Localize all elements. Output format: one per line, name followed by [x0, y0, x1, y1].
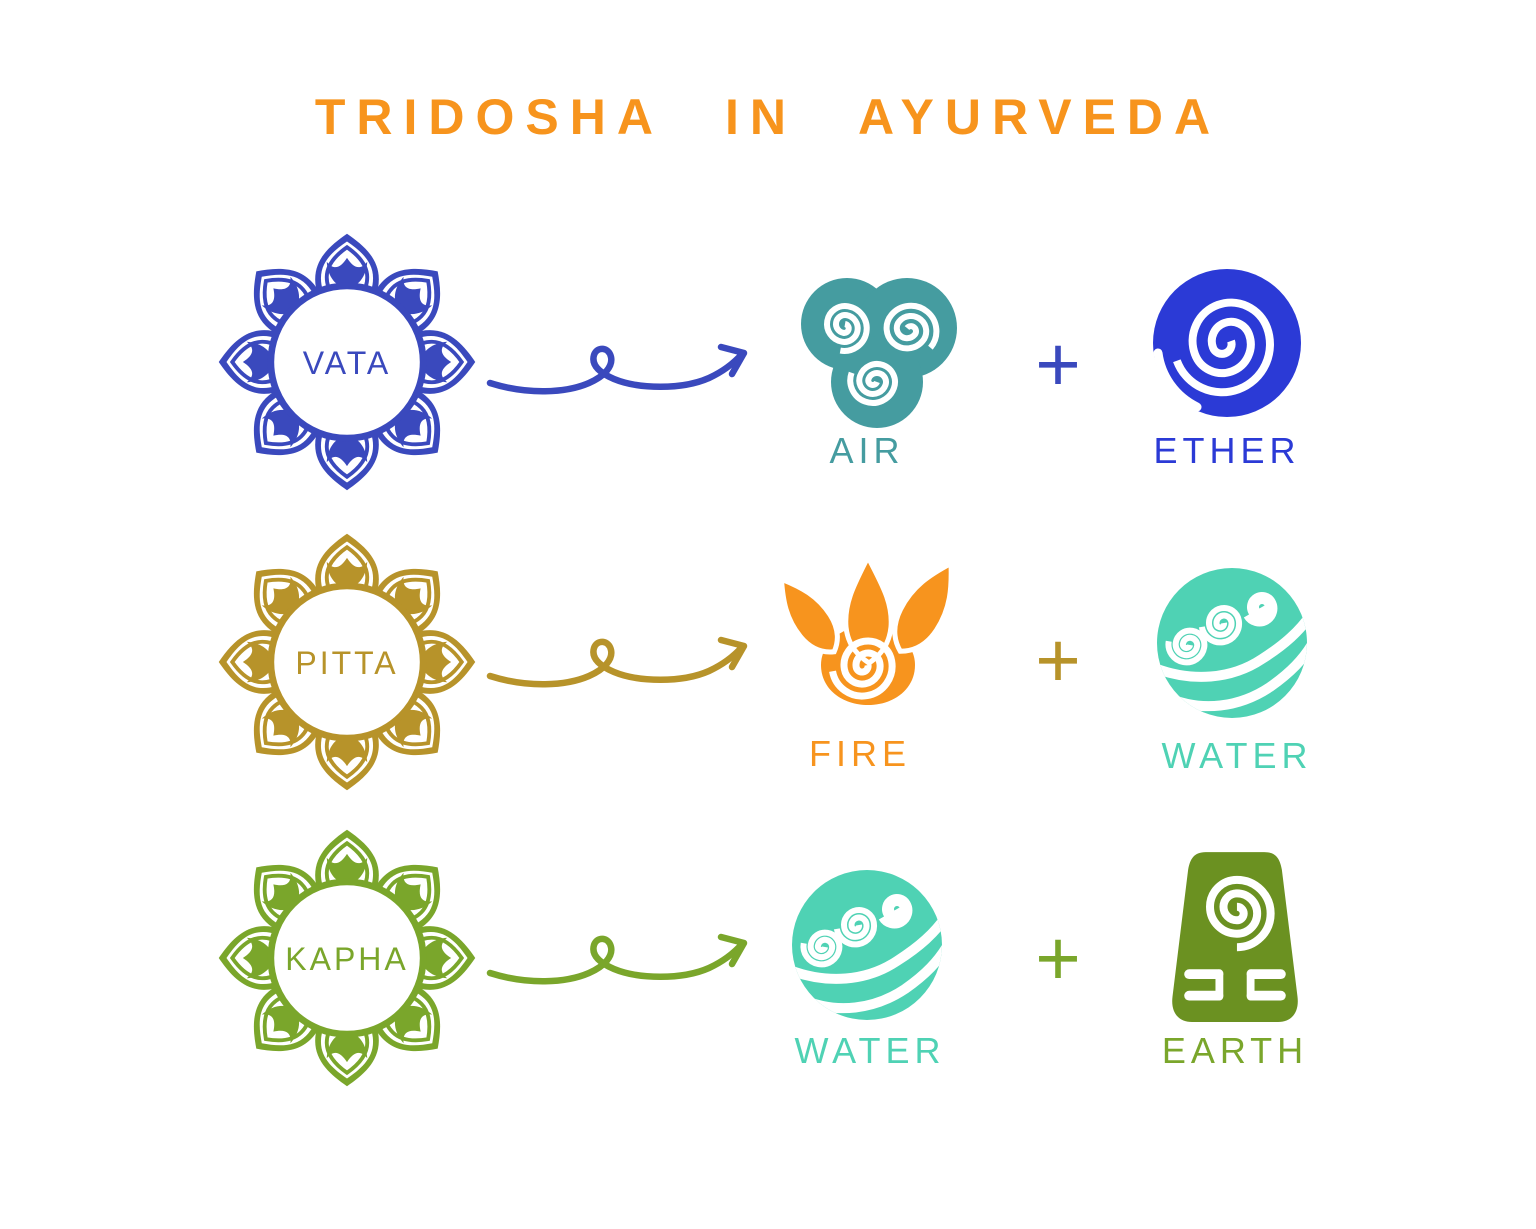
fire-flame-icon — [778, 552, 958, 752]
squiggle-arrow-icon — [486, 925, 756, 995]
plus-sign: + — [1035, 616, 1081, 704]
air-triskelion-icon — [787, 262, 967, 442]
element-label-ether: ETHER — [1153, 430, 1301, 471]
element-label-fire: FIRE — [808, 733, 911, 774]
dosha-label-pitta: PITTA — [295, 645, 399, 681]
dosha-label-vata: VATA — [302, 345, 392, 381]
ether-spiral-icon — [1153, 269, 1301, 417]
squiggle-arrow-icon — [486, 628, 756, 698]
water-wave-icon — [1152, 563, 1312, 723]
water-wave-icon — [787, 865, 947, 1025]
page-title: TRIDOSHA IN AYURVEDA — [314, 89, 1222, 145]
element-label-air: AIR — [829, 430, 905, 471]
earth-boulder-icon — [1152, 850, 1318, 1030]
plus-sign: + — [1035, 320, 1081, 408]
plus-sign: + — [1035, 914, 1081, 1002]
element-label-water: WATER — [1161, 735, 1313, 776]
element-label-earth: EARTH — [1161, 1030, 1309, 1071]
element-label-water: WATER — [794, 1030, 946, 1071]
squiggle-arrow-icon — [486, 335, 756, 405]
dosha-label-kapha: KAPHA — [285, 941, 409, 977]
